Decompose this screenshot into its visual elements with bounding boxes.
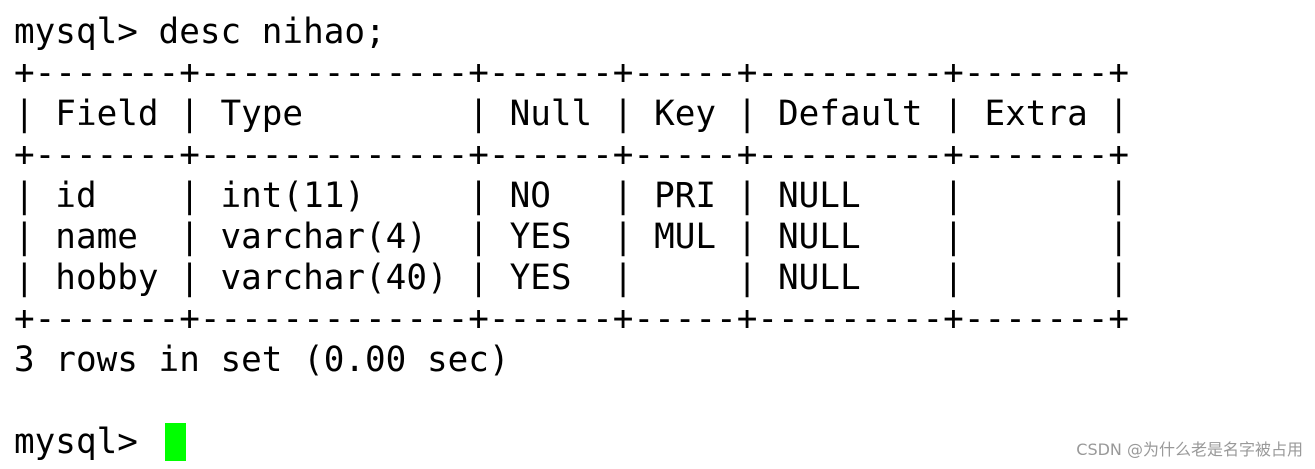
table-border-top: +-------+-------------+------+-----+----… <box>14 53 1130 93</box>
cursor-block <box>164 423 186 461</box>
prompt-text: mysql> <box>14 422 159 462</box>
result-summary: 3 rows in set (0.00 sec) <box>14 340 510 380</box>
terminal-output[interactable]: mysql> desc nihao; +-------+------------… <box>14 12 1129 463</box>
command-line: mysql> desc nihao; <box>14 12 386 52</box>
prompt-line[interactable]: mysql> <box>14 422 1129 463</box>
watermark-text: CSDN @为什么老是名字被占用 <box>1076 440 1303 459</box>
table-header-separator: +-------+-------------+------+-----+----… <box>14 135 1130 175</box>
table-row: | name | varchar(4) | YES | MUL | NULL |… <box>14 217 1130 257</box>
table-row: | hobby | varchar(40) | YES | | NULL | | <box>14 258 1130 298</box>
table-row: | id | int(11) | NO | PRI | NULL | | <box>14 176 1130 216</box>
table-border-bottom: +-------+-------------+------+-----+----… <box>14 299 1130 339</box>
table-header-row: | Field | Type | Null | Key | Default | … <box>14 94 1130 134</box>
blank-line <box>14 381 1129 422</box>
